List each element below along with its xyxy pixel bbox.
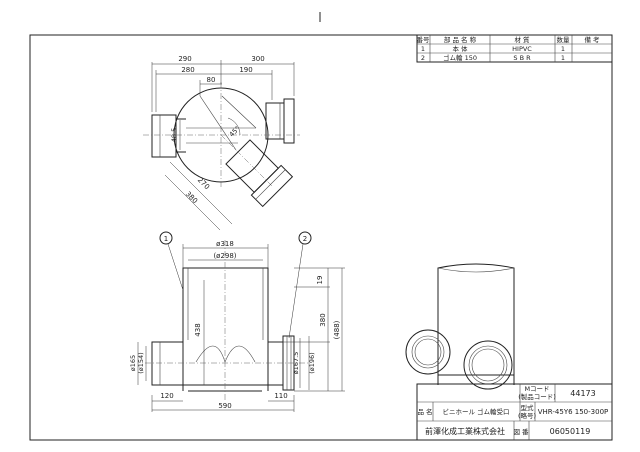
dim-196: (ø196) xyxy=(308,352,316,373)
dim-165: ø165 xyxy=(129,355,137,371)
mcode-value: 44173 xyxy=(570,389,595,398)
dim-300: 300 xyxy=(251,55,264,63)
top-view: 290 300 280 190 80 48.5 45° 270 380 xyxy=(143,55,300,231)
balloon-1-label: 1 xyxy=(164,235,168,243)
name-label: 品 名 xyxy=(417,407,432,416)
dim-270: 270 xyxy=(196,176,211,191)
dim-280: 280 xyxy=(181,66,194,74)
iso-view xyxy=(405,263,515,390)
top-view-left-pipe xyxy=(151,114,177,158)
parts-row2-no: 2 xyxy=(421,54,425,62)
model-label-sub: (略号) xyxy=(518,411,536,420)
top-view-right-pipe xyxy=(265,102,285,140)
dim-48-5: 48.5 xyxy=(170,128,178,142)
parts-row1-name: 本 体 xyxy=(452,44,468,53)
balloon-1 xyxy=(159,231,173,245)
parts-row2-qty: 1 xyxy=(561,54,565,62)
dim-380-front: 380 xyxy=(319,313,327,326)
parts-header-no: 番号 xyxy=(417,36,431,44)
iso-right-socket xyxy=(463,340,513,390)
dim-380: 380 xyxy=(184,190,199,205)
mcode-label-sub: (製品コード) xyxy=(518,392,556,401)
model-value: VHR-45Y6 150-300P xyxy=(538,408,609,416)
dim-19: 19 xyxy=(316,276,324,285)
parts-row2-name: ゴム輪 150 xyxy=(443,53,477,62)
dim-110: 110 xyxy=(274,392,287,400)
dim-120: 120 xyxy=(160,392,173,400)
iso-body xyxy=(437,263,515,376)
drawing-label: 図 番 xyxy=(513,428,529,436)
model-label: 型式 xyxy=(521,403,535,412)
dim-290: 290 xyxy=(178,55,191,63)
dim-80: 80 xyxy=(207,76,216,84)
drawing-border xyxy=(29,34,613,441)
iso-left-socket xyxy=(405,329,451,375)
parts-header-note: 備 考 xyxy=(584,35,600,44)
parts-table: 番号 部 品 名 称 材 質 数量 備 考 1 本 体 HIPVC 1 2 ゴム… xyxy=(416,34,613,63)
parts-header-name: 部 品 名 称 xyxy=(444,35,477,44)
balloon-2 xyxy=(298,231,312,245)
dim-318: ø318 xyxy=(216,240,234,248)
parts-row1-material: HIPVC xyxy=(512,45,532,53)
parts-row2-material: S B R xyxy=(513,54,531,62)
parts-row1-no: 1 xyxy=(421,45,425,53)
dim-angle: 45° xyxy=(228,125,242,139)
front-view: ø318 (ø298) 438 19 380 (488) ø165 (ø154)… xyxy=(129,231,345,412)
dim-167-5: ø167.5 xyxy=(292,352,300,375)
front-view-left-pipe xyxy=(151,341,184,386)
company-name: 前澤化成工業株式会社 xyxy=(425,426,505,436)
parts-header-material: 材 質 xyxy=(514,35,530,44)
name-value: ビニホール ゴム輪受口 xyxy=(442,407,509,416)
mcode-label: Mコード xyxy=(524,385,549,393)
dim-298: (ø298) xyxy=(213,252,236,260)
dim-438: 438 xyxy=(194,323,202,336)
parts-header-qty: 数量 xyxy=(557,35,571,44)
dim-488: (488) xyxy=(333,320,341,339)
dim-154: (ø154) xyxy=(137,352,145,373)
dim-190: 190 xyxy=(239,66,252,74)
title-block: Mコード (製品コード) 44173 品 名 ビニホール ゴム輪受口 型式 (略… xyxy=(416,383,613,441)
front-view-right-pipe xyxy=(267,341,284,386)
drawing-number: 06050119 xyxy=(550,427,591,436)
parts-row1-qty: 1 xyxy=(561,45,565,53)
dim-590: 590 xyxy=(218,402,231,410)
balloon-2-label: 2 xyxy=(303,235,307,243)
